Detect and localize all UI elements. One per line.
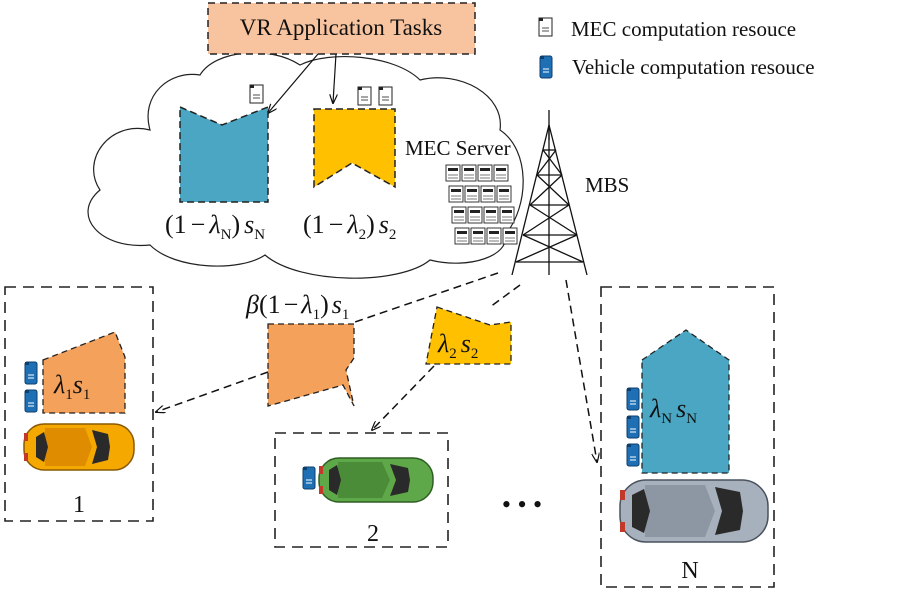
vehicle-1-task-label: λ1s1 (53, 370, 90, 403)
offload-task-orange (267, 323, 355, 407)
task-arrow-blue (268, 53, 319, 113)
vehicle-2-id: 2 (367, 521, 379, 547)
vehicle-1-task (42, 331, 126, 414)
vehicle-ellipsis: • • • (502, 490, 542, 519)
legend-mec-label: MEC computation resouce (571, 17, 796, 41)
vr-tasks-box: VR Application Tasks (207, 2, 476, 55)
offload-beta-label: β(1−λ1)s1 (245, 290, 349, 323)
vehicle-n-id: N (681, 558, 698, 584)
vehicle-n-task (641, 329, 730, 474)
link-to-vehicle-1 (156, 371, 269, 412)
cloud-task-yellow (313, 86, 396, 189)
vehicle-resource-icon (626, 387, 640, 411)
vehicle-2-car-icon (318, 457, 434, 503)
link-to-vehicle-2 (372, 365, 435, 430)
link-to-vehicle-n (565, 279, 597, 462)
vehicle-1-car-icon (23, 423, 135, 471)
cloud-task-blue (179, 84, 269, 203)
vr-tasks-label: VR Application Tasks (240, 15, 442, 40)
legend-vehicle-icon (539, 55, 553, 79)
vehicle-resource-icon (626, 443, 640, 467)
vehicle-resource-icon (24, 389, 38, 413)
link-mbs-to-yellow (489, 284, 521, 308)
task-arrow-yellow (333, 53, 336, 103)
vehicle-1-id: 1 (73, 492, 85, 518)
mec-icon (378, 86, 393, 106)
link-mbs-to-orange (354, 272, 499, 323)
mec-server-label: MEC Server (405, 136, 511, 160)
mec-icon (249, 84, 264, 104)
mbs-tower-icon (511, 110, 588, 276)
mec-icon (357, 86, 372, 106)
vehicle-resource-icon (626, 415, 640, 439)
cloud-task-yellow-label: (1−λ2)s2 (303, 210, 396, 243)
vehicle-resource-icon (302, 466, 316, 490)
vehicle-resource-icon (24, 361, 38, 385)
legend-mec-icon (538, 17, 553, 37)
mbs-label: MBS (585, 173, 629, 197)
offload-task-yellow (425, 306, 512, 365)
vehicle-n-car-icon (619, 479, 769, 543)
legend: MEC computation resouce Vehicle computat… (538, 17, 815, 79)
cloud-task-blue-label: (1−λN)sN (165, 210, 265, 243)
vehicle-n-region (600, 286, 775, 588)
legend-vehicle-label: Vehicle computation resouce (572, 55, 815, 79)
vehicle-1-region (4, 286, 154, 522)
